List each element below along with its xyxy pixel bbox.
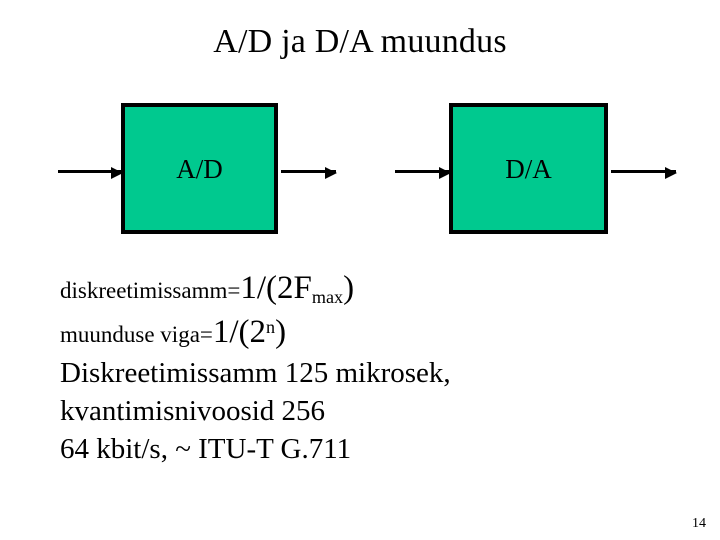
- body-line-sampling-step-value: Diskreetimissamm 125 mikrosek,: [60, 357, 451, 389]
- process-box-ad[interactable]: A/D: [121, 103, 278, 234]
- formula-conversion-error-expression: 1/(2n): [213, 314, 286, 350]
- page-title: A/D ja D/A muundus: [213, 23, 507, 60]
- body-text-block: diskreetimissamm=1/(2Fmax) muunduse viga…: [60, 266, 660, 468]
- formula-sampling-step-subscript: max: [311, 287, 344, 308]
- body-line-bitrate-standard: 64 kbit/s, ~ ITU-T G.711: [60, 433, 352, 465]
- formula-conversion-error-superscript: n: [266, 316, 276, 337]
- formula-sampling-step-lead: diskreetimissamm=: [60, 278, 241, 303]
- process-box-ad-label: A/D: [176, 153, 223, 184]
- formula-sampling-step-expr-prefix: 1/(2F: [240, 270, 312, 306]
- formula-conversion-error-lead: muunduse viga=: [60, 322, 213, 347]
- formula-sampling-step-expr-suffix: ): [343, 270, 355, 306]
- arrow-right-icon-input-to-da: [395, 167, 451, 179]
- process-box-da[interactable]: D/A: [449, 103, 608, 234]
- arrow-right-icon-da-output: [611, 167, 677, 179]
- page-number: 14: [692, 516, 706, 531]
- process-box-da-label: D/A: [505, 153, 552, 184]
- arrow-right-icon-ad-output: [281, 167, 337, 179]
- formula-sampling-step-expression: 1/(2Fmax): [240, 270, 355, 308]
- formula-conversion-error-expr-suffix: ): [275, 314, 287, 350]
- arrow-right-icon-input-to-ad: [58, 167, 123, 179]
- body-line-quantization-levels: kvantimisnivoosid 256: [60, 395, 326, 427]
- formula-conversion-error: muunduse viga=1/(2n): [60, 310, 660, 354]
- formula-conversion-error-expr-prefix: 1/(2: [212, 314, 267, 350]
- formula-sampling-step: diskreetimissamm=1/(2Fmax): [60, 266, 660, 310]
